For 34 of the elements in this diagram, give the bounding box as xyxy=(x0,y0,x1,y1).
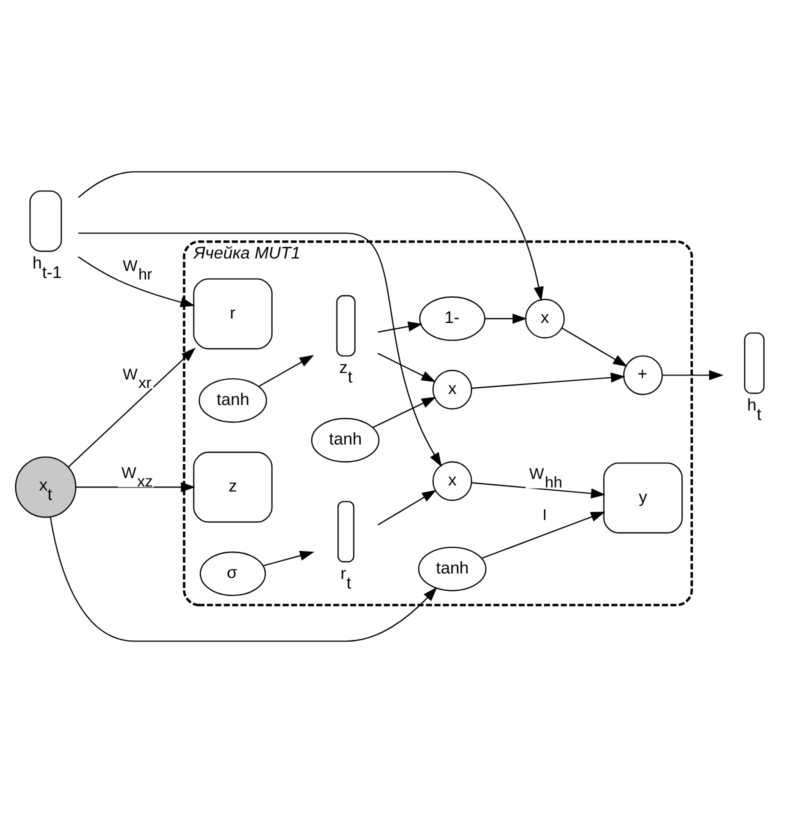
arrow xyxy=(378,352,436,382)
arrow xyxy=(263,550,314,566)
arrow xyxy=(50,517,438,642)
node-ellipse: tanh xyxy=(198,378,268,423)
arrow xyxy=(472,372,626,389)
node-box: r xyxy=(193,278,273,350)
arrow xyxy=(378,322,423,333)
arrow xyxy=(76,482,196,492)
arrow xyxy=(68,348,196,468)
node-box: z xyxy=(193,452,273,523)
node-circle: x xyxy=(432,370,472,410)
node-box xyxy=(744,332,765,394)
node-ellipse: σ xyxy=(200,552,266,596)
arrow xyxy=(78,232,442,468)
arrow xyxy=(378,490,436,526)
arrow xyxy=(562,327,628,367)
node-box: y xyxy=(603,462,683,534)
node-circle: + xyxy=(623,355,663,396)
arrow xyxy=(485,314,527,324)
node-box xyxy=(336,295,356,357)
node-box xyxy=(29,190,62,252)
node-circle: x xyxy=(525,298,565,338)
arrow xyxy=(78,171,544,302)
arrow xyxy=(472,482,606,498)
edge-label: I xyxy=(542,507,547,524)
arrow xyxy=(258,354,314,387)
node-ellipse: tanh xyxy=(418,546,486,592)
node-box xyxy=(337,500,354,562)
arrow xyxy=(481,512,606,559)
node-circle: x xyxy=(432,461,472,501)
arrow xyxy=(662,370,724,380)
node-ellipse: tanh xyxy=(311,418,380,462)
node-ellipse: 1- xyxy=(419,296,486,341)
arrow xyxy=(372,396,436,428)
